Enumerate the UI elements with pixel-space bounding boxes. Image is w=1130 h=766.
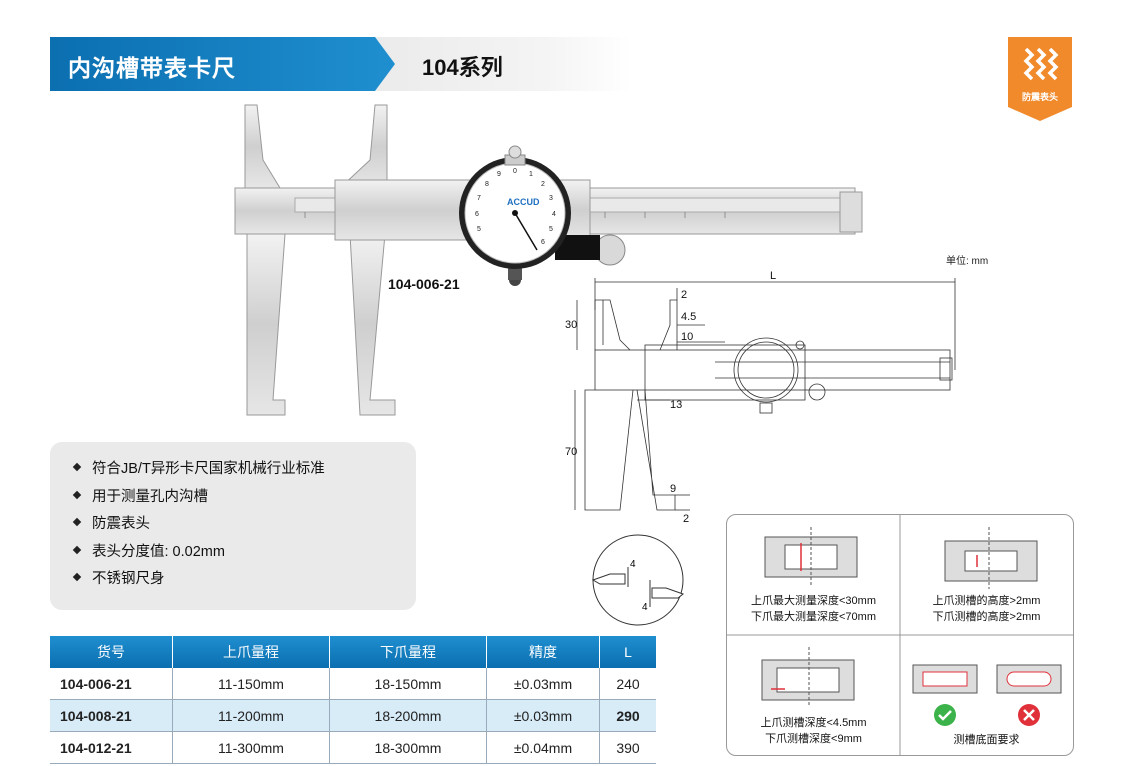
bullet-icon [72,462,82,472]
dimension-drawing: L 2 4.5 10 30 13 70 9 2 [565,270,956,525]
cell-length: 390 [599,731,656,764]
dim-L: L [770,270,776,282]
req-caption-2: 上爪测槽的高度>2mm 下爪测槽的高度>2mm [932,595,1041,623]
table-header-row: 货号 上爪量程 下爪量程 精度 L [50,636,656,668]
svg-text:5: 5 [549,226,553,233]
cell-upper-range: 11-150mm [172,668,330,700]
table-row: 104-012-21 11-300mm 18-300mm ±0.04mm 390 [50,731,656,764]
shockproof-icon [1008,37,1072,121]
requirements-diagrams [727,515,1073,755]
bullet-icon [72,545,82,554]
svg-text:7: 7 [477,195,481,202]
dim-70: 70 [565,446,577,458]
req-caption-3: 上爪测槽深度<4.5mm 下爪测槽深度<9mm [760,717,867,745]
feature-item: 符合JB/T异形卡尺国家机械行业标准 [72,456,416,484]
dial-brand: ACCUD [507,197,540,207]
page-title: 内沟槽带表卡尺 [68,55,236,81]
svg-text:9: 9 [497,171,501,178]
cell-upper-range: 11-300mm [172,731,330,764]
cell-accuracy: ±0.03mm [486,668,600,700]
detail-dim-4-bottom: 4 [642,602,648,613]
svg-text:1: 1 [529,171,533,178]
product-model-label: 104-006-21 [388,276,460,292]
bullet-icon [72,490,82,499]
badge-label: 防震表头 [1021,92,1058,102]
banner-title-block [50,37,395,91]
svg-text:0: 0 [513,168,517,175]
feature-item: 表头分度值: 0.02mm [72,539,416,567]
cell-model: 104-006-21 [50,668,173,700]
svg-text:8: 8 [485,181,489,188]
svg-text:3: 3 [549,195,553,202]
cell-lower-range: 18-200mm [329,699,487,732]
dim-13: 13 [670,399,682,411]
cross-icon [1018,704,1040,726]
cell-model: 104-008-21 [50,699,173,732]
feature-item: 不锈钢尺身 [72,566,416,594]
dim-30: 30 [565,319,577,331]
col-header-lower-range: 下爪量程 [329,636,487,668]
unit-label: 单位: mm [946,256,989,267]
col-header-accuracy: 精度 [486,636,600,668]
table-row: 104-006-21 11-150mm 18-150mm ±0.03mm 240 [50,668,656,700]
cell-lower-range: 18-300mm [329,731,487,764]
cell-accuracy: ±0.03mm [486,699,600,732]
spec-table: 货号 上爪量程 下爪量程 精度 L 104-006-21 11-150mm 18… [50,636,656,764]
bullet-icon [72,572,82,582]
cell-accuracy: ±0.04mm [486,731,600,764]
table-row: 104-008-21 11-200mm 18-200mm ±0.03mm 290 [50,699,656,732]
dim-9: 9 [670,483,676,495]
shockproof-badge: 防震表头 [1008,37,1072,121]
dim-10: 10 [681,331,693,343]
jaw-detail-circle: 4 4 [591,534,685,626]
header-banner: 内沟槽带表卡尺 104系列 [50,37,632,91]
detail-dim-4-top: 4 [630,559,636,570]
col-header-length: L [599,636,656,668]
req-caption-4: 测槽底面要求 [953,734,1020,746]
feature-list: 符合JB/T异形卡尺国家机械行业标准 用于测量孔内沟槽 防震表头 表头分度值: … [50,442,416,610]
check-icon [934,704,956,726]
series-label: 104系列 [422,55,503,80]
svg-text:5: 5 [477,226,481,233]
dim-2-bottom: 2 [683,513,689,525]
dim-4-5: 4.5 [681,311,696,323]
col-header-upper-range: 上爪量程 [172,636,330,668]
dim-2-top: 2 [681,289,687,301]
cell-model: 104-012-21 [50,731,173,764]
svg-text:6: 6 [541,239,545,246]
feature-item: 用于测量孔内沟槽 [72,484,416,512]
col-header-model: 货号 [50,636,173,668]
cell-length: 290 [599,699,656,732]
cell-lower-range: 18-150mm [329,668,487,700]
feature-item: 防震表头 [72,511,416,539]
req-caption-1: 上爪最大测量深度<30mm 下爪最大测量深度<70mm [751,595,876,623]
bullet-icon [72,517,82,527]
svg-text:2: 2 [541,181,545,188]
cell-length: 240 [599,668,656,700]
cell-upper-range: 11-200mm [172,699,330,732]
measurement-requirements-panel: 上爪最大测量深度<30mm 下爪最大测量深度<70mm 上爪测槽的高度>2mm … [726,514,1074,756]
svg-text:6: 6 [475,211,479,218]
svg-text:4: 4 [552,211,556,218]
